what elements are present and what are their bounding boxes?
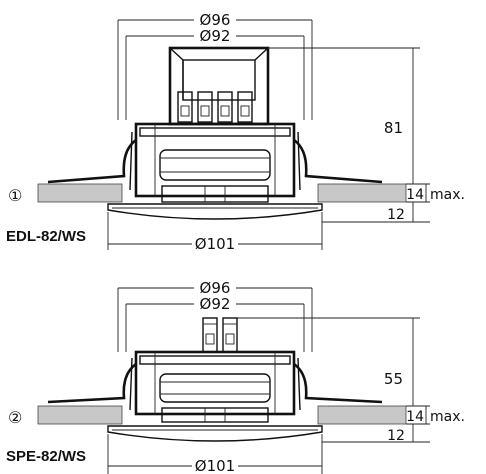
diagram-marker: ② [8,408,22,427]
terminal-clamps [202,317,238,353]
dimension-bottom: Ø101 [107,434,323,474]
dim-offset-label: 12 [387,428,405,444]
dim-ceiling-suffix: max. [430,187,465,203]
dimension-inner-top: Ø92 [125,295,305,352]
dimension-inner-top: Ø92 [125,27,305,120]
front-cover [107,425,323,442]
terminal-housing [168,46,270,126]
ceiling-panel [37,405,407,425]
dimension-bottom: Ø101 [107,212,323,253]
dim-ceiling-label: 14 [406,409,424,425]
dim-height-label: 81 [384,119,403,137]
dim-ceiling-suffix: max. [430,409,465,425]
diagram-spe-82: Ø96 Ø92 [6,279,465,474]
terminal-clamps [177,91,253,123]
spring-clips [47,131,383,191]
diagram-edl-82: Ø96 Ø92 [6,11,465,253]
dim-inner-top-label: Ø92 [200,295,231,313]
dimension-outer-top: Ø96 [117,11,313,120]
dimension-offset: 12 [322,424,430,444]
dimension-ceiling: 14 max. [406,405,465,425]
dimension-offset: 12 [322,202,430,223]
dim-offset-label: 12 [387,207,405,223]
speaker-body [134,350,296,423]
speaker-body [134,122,296,203]
dim-inner-top-label: Ø92 [200,27,231,45]
dimension-height: 55 [237,317,420,406]
ceiling-panel [37,183,407,203]
dim-outer-top-label: Ø96 [200,279,231,297]
dimension-outer-top: Ø96 [117,279,313,352]
dim-height-label: 55 [384,370,403,388]
dim-ceiling-label: 14 [406,187,424,203]
dimension-height: 81 [268,47,420,184]
model-label: EDL-82/WS [6,228,86,245]
front-cover [107,203,323,220]
spring-clips [47,357,383,411]
dim-outer-top-label: Ø96 [200,11,231,29]
diagram-marker: ① [8,186,22,205]
dimension-ceiling: 14 max. [406,183,465,203]
dim-bottom-label: Ø101 [195,235,235,253]
dim-bottom-label: Ø101 [195,457,235,474]
model-label: SPE-82/WS [6,448,86,465]
